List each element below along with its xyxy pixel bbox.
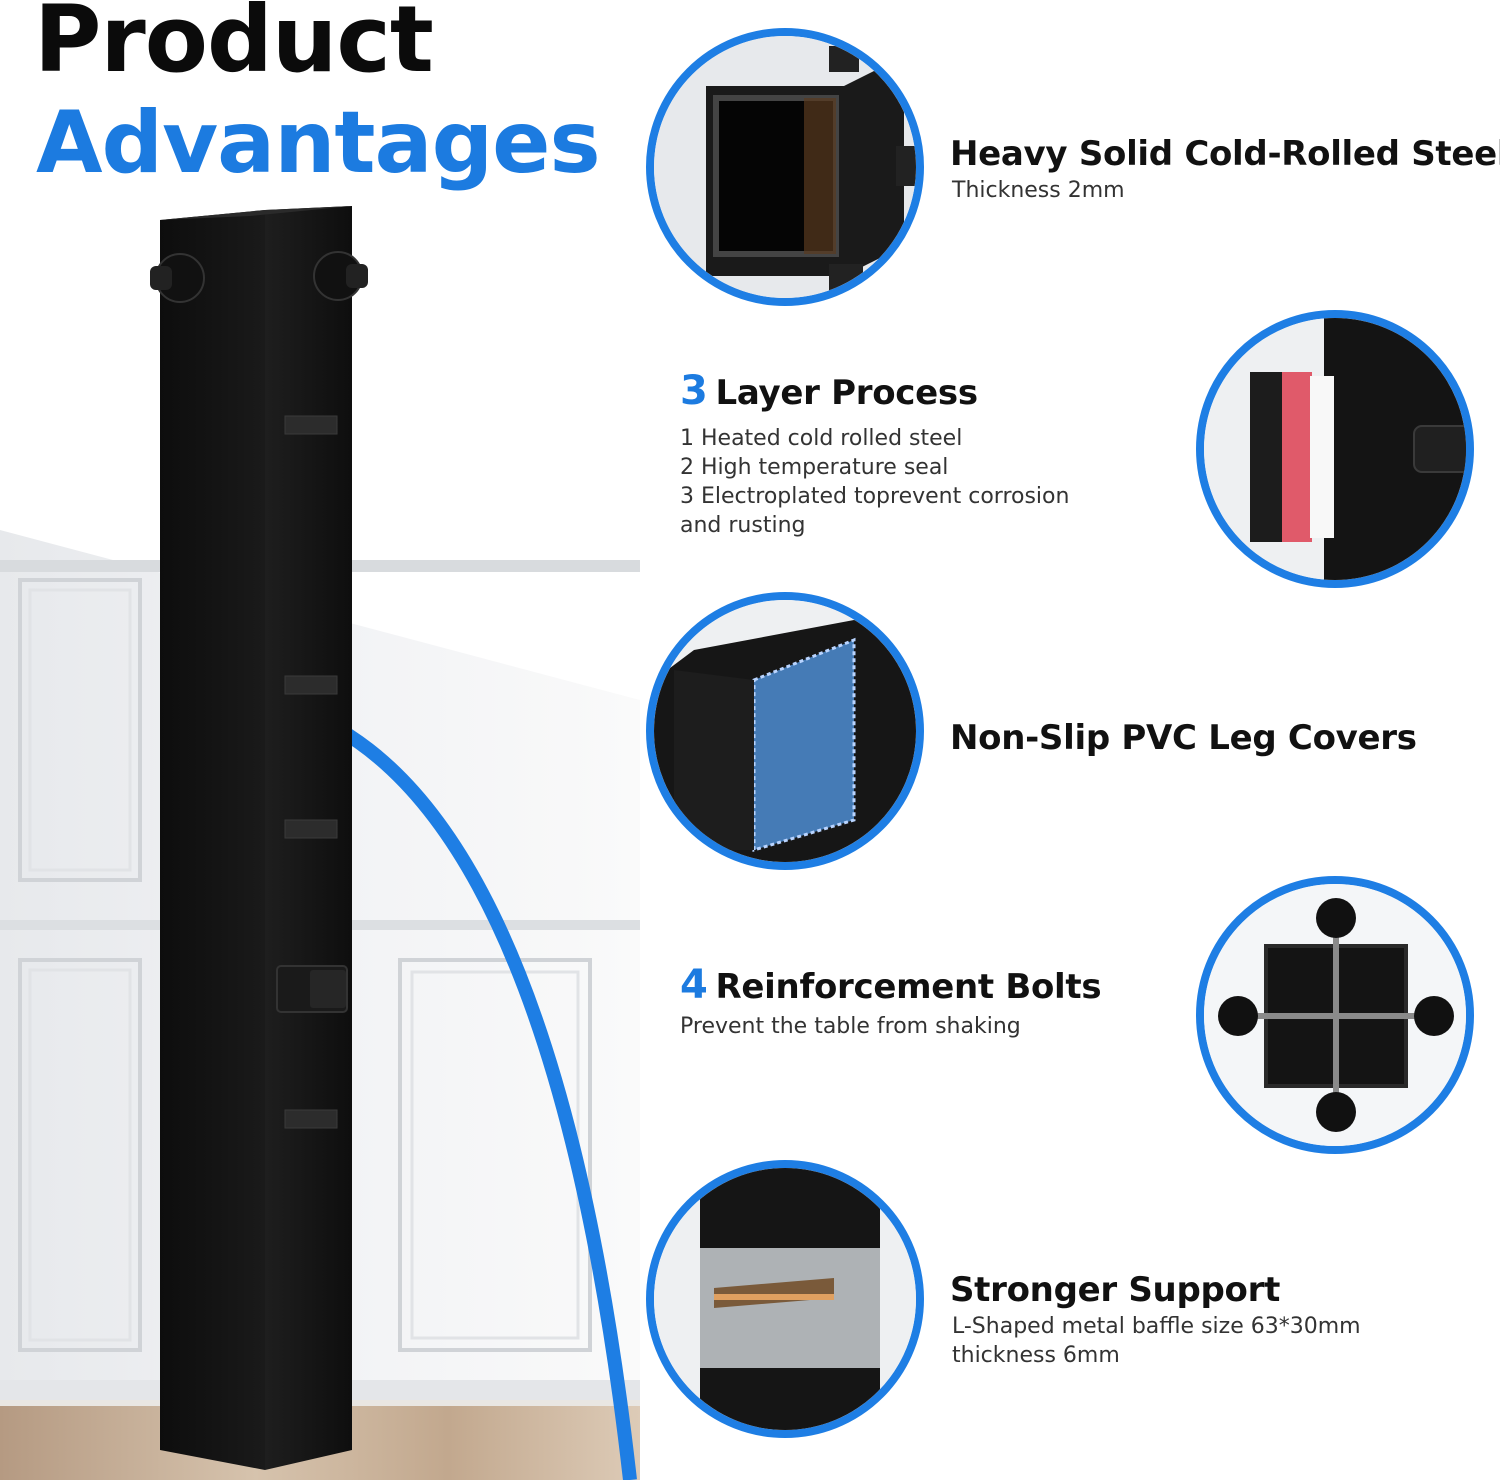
feature-2-desc-line-4: and rusting <box>680 513 806 538</box>
feature-5-title: Stronger Support <box>950 1270 1281 1310</box>
feature-5-desc-line-1: L-Shaped metal baffle size 63*30mm <box>952 1314 1361 1339</box>
feature-1-title: Heavy Solid Cold-Rolled Steel <box>950 134 1500 174</box>
feature-4-desc-line-1: Prevent the table from shaking <box>680 1014 1021 1039</box>
reinforcement-bolts-icon <box>1204 884 1466 1146</box>
feature-2-number: 3 <box>680 368 708 414</box>
bolts-detail-circle <box>1196 876 1474 1154</box>
layer-stack-icon <box>1204 318 1466 580</box>
pvc-leg-cover-icon <box>654 600 916 862</box>
feature-2-desc-line-2: 2 High temperature seal <box>680 455 949 480</box>
feature-5-desc-line-2: thickness 6mm <box>952 1343 1120 1368</box>
feature-2-desc-line-1: 1 Heated cold rolled steel <box>680 426 963 451</box>
l-shaped-baffle-icon <box>654 1168 916 1430</box>
baffle-detail-circle <box>646 1160 924 1438</box>
feature-4-title-text: Reinforcement Bolts <box>715 967 1102 1007</box>
steel-tube-cross-section-icon <box>654 36 916 298</box>
title-line-1: Product <box>34 0 434 93</box>
feature-2-desc-line-3: 3 Electroplated toprevent corrosion <box>680 484 1070 509</box>
steel-detail-circle <box>646 28 924 306</box>
title-line-2: Advantages <box>36 93 601 193</box>
feature-2-title-text: Layer Process <box>715 373 979 413</box>
feature-1-desc-line-1: Thickness 2mm <box>952 178 1125 203</box>
table-leg-illustration <box>150 206 368 1470</box>
feature-3-title: Non-Slip PVC Leg Covers <box>950 718 1417 758</box>
layer-detail-circle <box>1196 310 1474 588</box>
feature-4-number: 4 <box>680 962 708 1008</box>
pvc-cover-detail-circle <box>646 592 924 870</box>
